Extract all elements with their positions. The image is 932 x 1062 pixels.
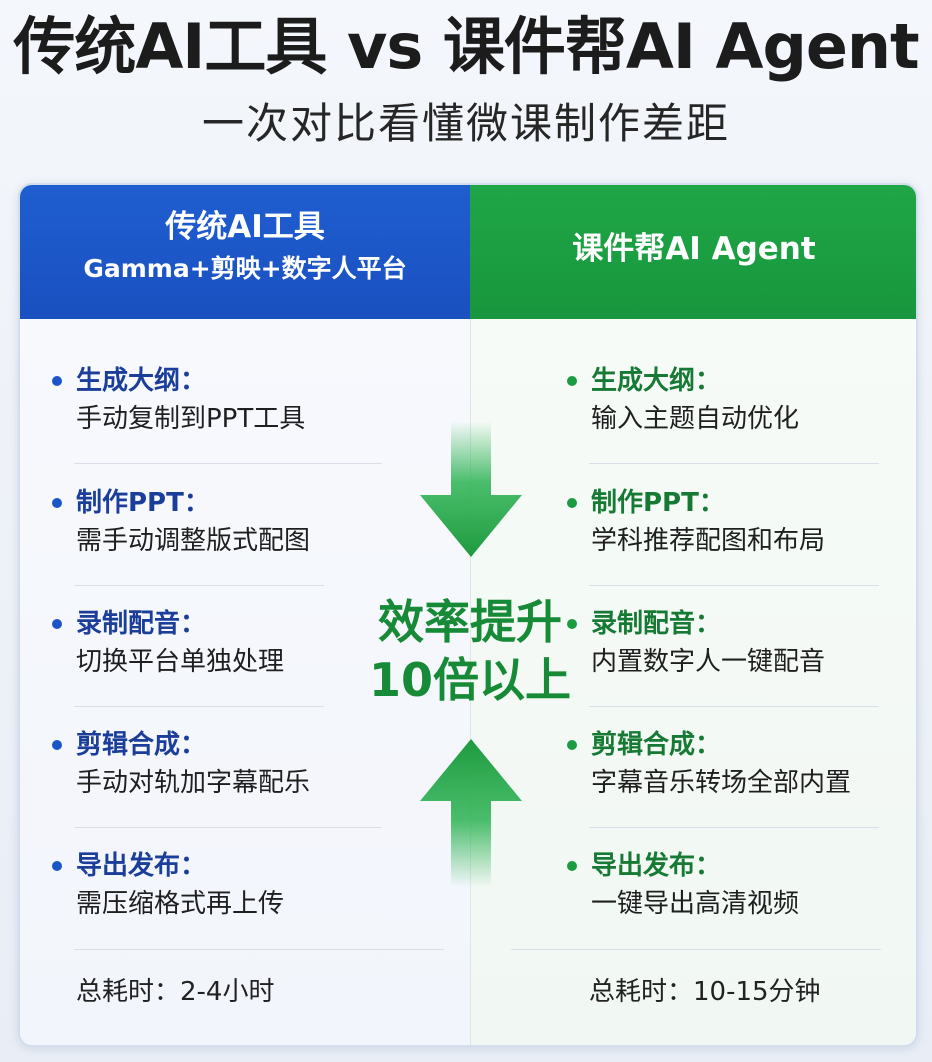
traditional-tools-header: 传统AI工具 Gamma+剪映+数字人平台 bbox=[20, 185, 470, 319]
right-item-ppt: 制作PPT： 学科推荐配图和布局 bbox=[563, 485, 916, 561]
left-item-label: 剪辑合成： bbox=[48, 727, 428, 763]
right-item-desc: 内置数字人一键配音 bbox=[591, 647, 826, 677]
right-item-desc: 字幕音乐转场全部内置 bbox=[591, 768, 852, 798]
left-total-time: 总耗时：2-4小时 bbox=[76, 977, 275, 1007]
efficiency-callout: 效率提升 10倍以上 bbox=[360, 593, 580, 709]
right-item-outline: 生成大纲： 输入主题自动优化 bbox=[563, 363, 916, 439]
right-item-label: 剪辑合成： bbox=[563, 727, 916, 763]
divider bbox=[74, 949, 444, 950]
right-total-time: 总耗时：10-15分钟 bbox=[589, 977, 821, 1007]
agent-heading: 课件帮AI Agent bbox=[572, 231, 816, 267]
right-item-voice: 录制配音： 内置数字人一键配音 bbox=[563, 606, 916, 682]
right-item-label: 生成大纲： bbox=[563, 363, 916, 399]
traditional-tools-column: 生成大纲： 手动复制到PPT工具 制作PPT： 需手动调整版式配图 录制配音： … bbox=[20, 319, 470, 1045]
left-item-label: 导出发布： bbox=[48, 848, 428, 884]
divider bbox=[589, 827, 879, 828]
page-title: 传统AI工具 vs 课件帮AI Agent bbox=[13, 10, 919, 83]
agent-header: 课件帮AI Agent bbox=[470, 185, 916, 319]
page-subtitle: 一次对比看懂微课制作差距 bbox=[201, 99, 730, 148]
left-item-desc: 需手动调整版式配图 bbox=[76, 526, 311, 556]
traditional-tools-heading: 传统AI工具 bbox=[165, 209, 325, 245]
divider bbox=[511, 949, 881, 950]
left-item-label: 生成大纲： bbox=[48, 363, 428, 399]
left-item-ppt: 制作PPT： 需手动调整版式配图 bbox=[48, 485, 428, 561]
left-item-edit: 剪辑合成： 手动对轨加字幕配乐 bbox=[48, 727, 428, 803]
divider bbox=[74, 585, 324, 586]
traditional-tools-subheading: Gamma+剪映+数字人平台 bbox=[83, 254, 407, 283]
left-item-outline: 生成大纲： 手动复制到PPT工具 bbox=[48, 363, 428, 439]
agent-column: 生成大纲： 输入主题自动优化 制作PPT： 学科推荐配图和布局 录制配音： 内置… bbox=[470, 319, 916, 1045]
left-item-voice: 录制配音： 切换平台单独处理 bbox=[48, 606, 428, 682]
left-item-desc: 手动对轨加字幕配乐 bbox=[76, 768, 311, 798]
right-item-label: 导出发布： bbox=[563, 848, 916, 884]
comparison-card: 传统AI工具 Gamma+剪映+数字人平台 课件帮AI Agent 生成大纲： … bbox=[18, 183, 918, 1047]
left-item-desc: 手动复制到PPT工具 bbox=[76, 404, 306, 434]
right-item-publish: 导出发布： 一键导出高清视频 bbox=[563, 848, 916, 924]
right-item-desc: 学科推荐配图和布局 bbox=[591, 526, 826, 556]
left-item-label: 制作PPT： bbox=[48, 485, 428, 521]
divider bbox=[589, 585, 879, 586]
left-item-desc: 需压缩格式再上传 bbox=[76, 889, 285, 919]
right-item-desc: 一键导出高清视频 bbox=[591, 889, 800, 919]
arrow-down-icon bbox=[420, 421, 522, 557]
right-item-desc: 输入主题自动优化 bbox=[591, 404, 800, 434]
right-item-label: 录制配音： bbox=[563, 606, 916, 642]
divider bbox=[589, 463, 879, 464]
divider bbox=[74, 706, 324, 707]
left-item-publish: 导出发布： 需压缩格式再上传 bbox=[48, 848, 428, 924]
right-item-label: 制作PPT： bbox=[563, 485, 916, 521]
divider bbox=[589, 706, 879, 707]
left-item-desc: 切换平台单独处理 bbox=[76, 647, 285, 677]
left-item-label: 录制配音： bbox=[48, 606, 428, 642]
efficiency-line-1: 效率提升 bbox=[378, 595, 562, 649]
divider bbox=[74, 463, 382, 464]
right-item-edit: 剪辑合成： 字幕音乐转场全部内置 bbox=[563, 727, 916, 803]
divider bbox=[74, 827, 382, 828]
efficiency-line-2: 10倍以上 bbox=[368, 653, 571, 707]
arrow-up-icon bbox=[420, 739, 522, 887]
